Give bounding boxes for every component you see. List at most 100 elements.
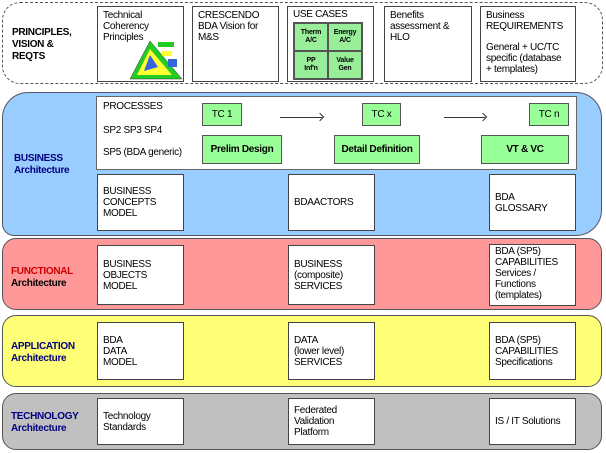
cell-text: A/C — [339, 37, 351, 44]
processes-panel: PROCESSES SP2 SP3 SP4 SP5 (BDA generic) … — [96, 96, 577, 170]
label-line: Architecture — [11, 278, 67, 289]
cell-text: Energy — [333, 29, 357, 36]
box-text: MODEL — [103, 356, 138, 368]
functional-label: FUNCTIONAL Architecture — [11, 266, 73, 290]
box-text: Services / — [495, 268, 536, 279]
box-text: BDA — [103, 334, 123, 346]
bda-actors-box[interactable]: BDAACTORS — [288, 174, 375, 231]
box-text: + templates) — [486, 64, 538, 75]
arrow-right-icon — [444, 117, 485, 118]
vt-vc-box[interactable]: VT & VC — [481, 135, 569, 164]
cell-text: Value — [336, 57, 354, 64]
data-lower-level-services-box[interactable]: DATA (lower level) SERVICES — [288, 322, 375, 380]
technology-standards-box[interactable]: Technology Standards — [97, 398, 184, 445]
tc-x-box[interactable]: TC x — [362, 103, 401, 126]
box-text: CRESCENDO — [198, 10, 260, 21]
tc-n-box[interactable]: TC n — [529, 103, 569, 126]
bda-capabilities-specifications-box[interactable]: BDA (SP5) CAPABILITIES Specifications — [489, 322, 576, 380]
cell-text: Gen — [338, 65, 352, 72]
box-text: (templates) — [495, 290, 542, 301]
business-objects-model-box[interactable]: BUSINESS OBJECTS MODEL — [97, 245, 184, 305]
prelim-design-box[interactable]: Prelim Design — [202, 135, 282, 164]
box-text: BUSINESS — [103, 186, 152, 197]
box-text: BDA Vision for — [198, 21, 259, 32]
label-line: REQTS — [12, 51, 45, 62]
cell-text: PP — [306, 57, 316, 64]
cell-text: Therm — [300, 29, 322, 36]
box-text: MODEL — [103, 280, 138, 292]
box-text: Specifications — [495, 356, 553, 368]
business-concepts-model-box[interactable]: BUSINESS CONCEPTS MODEL — [97, 174, 184, 231]
box-text: MODEL — [103, 208, 138, 219]
box-text: (lower level) — [294, 345, 345, 357]
box-text: Business — [486, 10, 525, 21]
box-text: DATA — [103, 345, 127, 357]
box-text: M&S — [198, 32, 219, 43]
box-text: BUSINESS — [103, 258, 152, 270]
cell-text: Inf'n — [304, 65, 318, 72]
use-cases-title: USE CASES — [293, 9, 348, 20]
box-text: SERVICES — [294, 356, 342, 368]
technology-label: TECHNOLOGY Architecture — [11, 411, 79, 435]
bda-glossary-box[interactable]: BDA GLOSSARY — [489, 174, 576, 231]
box-text: General + UC/TC — [486, 42, 560, 53]
box-text: (composite) — [294, 269, 343, 281]
label-line: TECHNOLOGY — [11, 411, 79, 422]
label-line: Architecture — [11, 353, 67, 364]
box-text: DATA — [294, 334, 318, 346]
cell-text: A/C — [305, 37, 317, 44]
box-text: CAPABILITIES — [495, 257, 558, 268]
benefits-assessment-box[interactable]: Benefits assessment & HLO — [384, 6, 472, 82]
label-line: Architecture — [11, 423, 67, 434]
box-text: GLOSSARY — [495, 202, 548, 214]
processes-label: PROCESSES SP2 SP3 SP4 SP5 (BDA generic) — [103, 101, 182, 158]
spacer — [486, 32, 570, 42]
technical-coherency-box[interactable]: Technical Coherency Principles — [97, 6, 184, 82]
label-line: APPLICATION — [11, 341, 75, 352]
bda-data-model-box[interactable]: BDA DATA MODEL — [97, 322, 184, 380]
business-requirements-box[interactable]: Business REQUIREMENTS General + UC/TC sp… — [480, 6, 576, 82]
box-text: BDA (SP5) — [495, 246, 541, 257]
box-text: Platform — [294, 427, 329, 438]
sp5-row-label: SP5 (BDA generic) — [103, 147, 182, 158]
box-text: CONCEPTS — [103, 197, 157, 208]
business-composite-services-box[interactable]: BUSINESS (composite) SERVICES — [288, 245, 375, 305]
processes-title: PROCESSES — [103, 101, 163, 112]
box-text: Standards — [103, 421, 146, 433]
box-text: IS / IT Solutions — [495, 416, 561, 427]
box-text: OBJECTS — [103, 269, 148, 281]
crescendo-vision-box[interactable]: CRESCENDO BDA Vision for M&S — [192, 6, 279, 82]
application-label: APPLICATION Architecture — [11, 341, 75, 365]
business-label: BUSINESS Architecture — [14, 153, 70, 177]
label-line: VISION & — [12, 39, 54, 50]
label-line: FUNCTIONAL — [11, 266, 73, 277]
box-text: Federated — [294, 405, 337, 416]
bda-capabilities-services-box[interactable]: BDA (SP5) CAPABILITIES Services / Functi… — [489, 244, 576, 306]
box-text: REQUIREMENTS — [486, 21, 563, 32]
detail-definition-box[interactable]: Detail Definition — [334, 135, 420, 164]
box-text: BDAACTORS — [294, 197, 354, 208]
label-line: BUSINESS — [14, 153, 63, 164]
is-it-solutions-box[interactable]: IS / IT Solutions — [489, 398, 576, 445]
federated-validation-platform-box[interactable]: Federated Validation Platform — [288, 398, 375, 445]
box-text: assessment & — [390, 21, 450, 32]
box-text: Functions — [495, 279, 536, 290]
tc-1-box[interactable]: TC 1 — [202, 103, 242, 126]
radar-triangle-icon — [129, 40, 183, 80]
box-text: specific (database — [486, 53, 562, 64]
principles-label: PRINCIPLES, VISION & REQTS — [12, 27, 72, 63]
label-line: PRINCIPLES, — [12, 27, 72, 38]
box-text: SERVICES — [294, 280, 342, 292]
box-text: BDA — [495, 191, 515, 203]
box-text: BUSINESS — [294, 258, 343, 270]
box-text: Coherency — [103, 21, 149, 32]
box-text: CAPABILITIES — [495, 345, 558, 357]
box-text: Technical — [103, 10, 142, 21]
box-text: Principles — [103, 32, 144, 43]
